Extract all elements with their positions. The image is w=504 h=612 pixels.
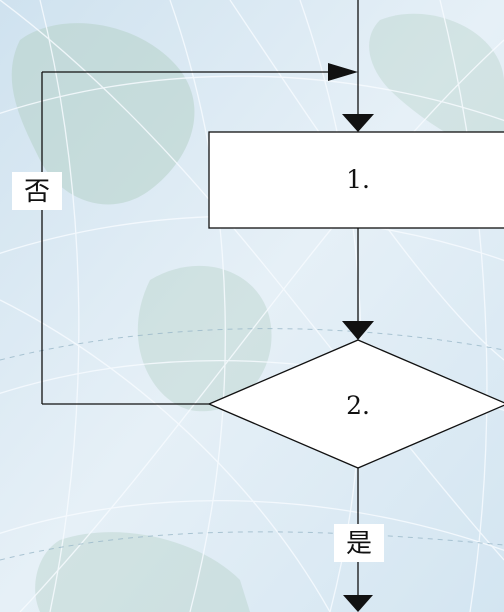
land-mass-4 [35,532,251,612]
decision-diamond: 2. [207,339,504,469]
process-box: 1. [208,131,504,229]
process-arrowhead [342,114,374,132]
dashed-grid [0,328,504,561]
yes-label-box [334,524,384,562]
land-mass-2 [137,265,272,412]
land-mass-1 [11,23,195,205]
loop-arrowhead [328,63,358,81]
decision-label: 2. [346,391,370,420]
process-box-shape [208,131,504,229]
arrowheads [328,63,374,612]
no-label: 否 [24,177,50,207]
decision-arrowhead [342,321,374,340]
decision-shape [207,339,504,469]
exit-arrowhead [343,595,373,612]
no-branch-label: 否 [12,172,62,210]
yes-branch-label: 是 [334,524,384,562]
land-mass-3 [369,13,504,160]
connectors [41,0,359,597]
no-label-box [12,172,62,210]
yes-label: 是 [346,529,372,559]
process-label: 1. [346,165,370,194]
